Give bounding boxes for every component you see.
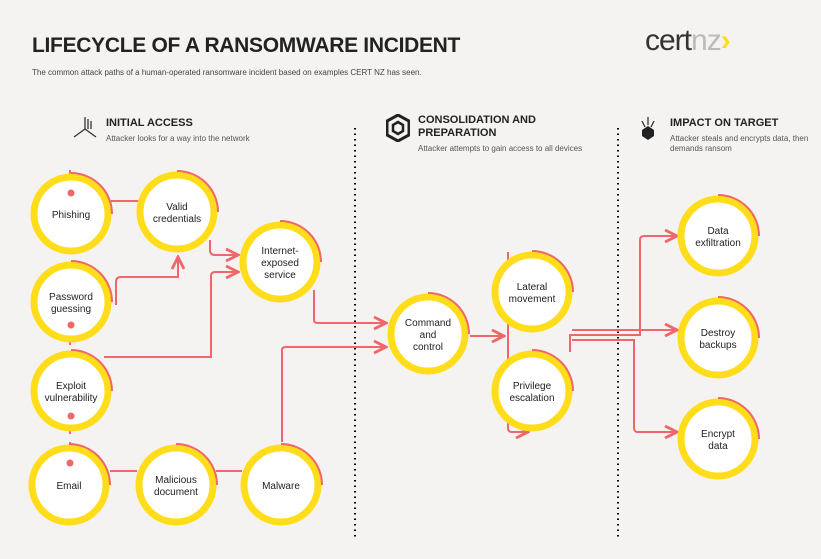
cert-nz-logo: certnz› (645, 24, 731, 57)
node-arc (70, 172, 113, 215)
node-arc (717, 296, 760, 339)
node-label: service (264, 270, 296, 281)
node-label: Phishing (52, 210, 90, 221)
node-arc (70, 349, 113, 392)
node-label: Command (405, 318, 451, 329)
node-circle (491, 251, 573, 333)
node-label: guessing (51, 304, 91, 315)
node-label: data (708, 441, 728, 452)
node-label: Lateral (517, 282, 548, 293)
node-circle (30, 261, 112, 343)
impact-icon (641, 117, 655, 140)
node-circle (136, 171, 218, 253)
branch-icon (73, 117, 97, 138)
connector-dot (66, 459, 74, 467)
node-label: movement (509, 294, 556, 305)
node-arc (175, 443, 218, 486)
node-circle (239, 221, 321, 303)
node-label: escalation (509, 393, 554, 404)
node-label: Password (49, 292, 93, 303)
node-circle (240, 444, 322, 526)
node-circle (135, 444, 217, 526)
node-label: Data (707, 226, 729, 237)
node-label: Valid (166, 202, 188, 213)
connector-dot (67, 321, 75, 329)
node-circle (677, 195, 759, 277)
connector-dot (67, 189, 75, 197)
connector-dot (67, 412, 75, 420)
node-circle (30, 350, 112, 432)
node-circle (677, 297, 759, 379)
node-arc (531, 250, 574, 293)
node-arc (717, 194, 760, 237)
node-label: vulnerability (45, 393, 98, 404)
node-circle (491, 350, 573, 432)
node-label: Destroy (701, 328, 735, 339)
node-phishing: Phishing (30, 172, 113, 255)
node-label: exposed (261, 258, 299, 269)
node-label: backups (699, 340, 736, 351)
node-arc (717, 397, 760, 440)
node-arc (176, 170, 219, 213)
node-circle (387, 293, 469, 375)
node-circle (28, 444, 110, 526)
node-circle (30, 173, 112, 255)
node-label: and (420, 330, 437, 341)
node-label: control (413, 342, 443, 353)
node-malware: Malware (240, 443, 323, 526)
node-email: Email (28, 443, 111, 526)
node-arc (70, 260, 113, 303)
node-label: Exploit (56, 381, 86, 392)
page-subtitle: The common attack paths of a human-opera… (32, 68, 422, 77)
node-label: Malware (262, 481, 300, 492)
node-arc (279, 220, 322, 263)
node-label: Email (56, 481, 81, 492)
node-label: Privilege (513, 381, 552, 392)
node-label: Malicious (155, 475, 197, 486)
node-arc (280, 443, 323, 486)
node-circle (677, 398, 759, 480)
node-arc (427, 292, 470, 335)
node-label: document (154, 487, 198, 498)
node-arc (531, 349, 574, 392)
node-label: exfiltration (695, 238, 741, 249)
page-title: LIFECYCLE OF A RANSOMWARE INCIDENT (32, 34, 461, 57)
hexagon-icon (386, 114, 410, 142)
node-label: Encrypt (701, 429, 735, 440)
node-label: credentials (153, 214, 201, 225)
node-arc (68, 443, 111, 486)
node-label: Internet- (261, 246, 298, 257)
